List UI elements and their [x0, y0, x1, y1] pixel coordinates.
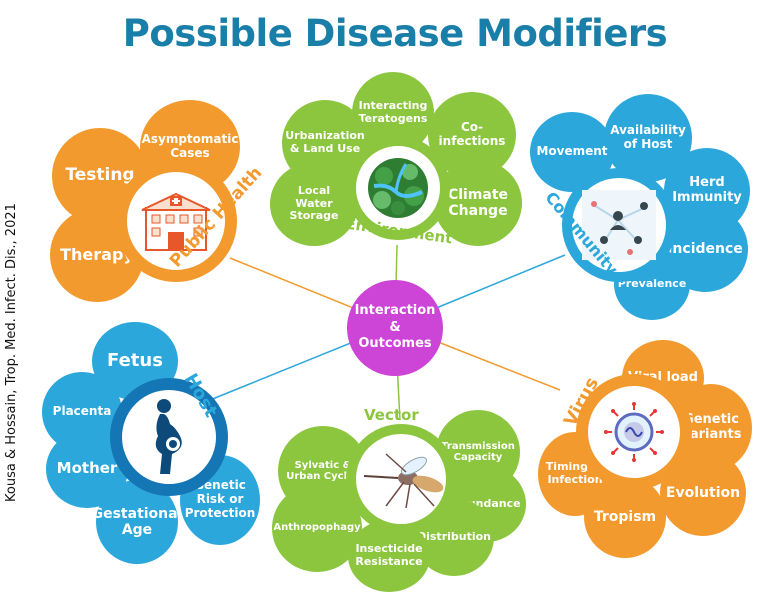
hospital-icon — [140, 188, 212, 254]
item-tropism: Tropism — [584, 476, 666, 558]
vector-label: Vector — [364, 406, 419, 424]
interaction-outcomes-node: Interaction & Outcomes — [347, 280, 443, 376]
item-local-water-storage: Local Water Storage — [270, 162, 358, 246]
item-climate-change: Climate Change — [434, 160, 522, 246]
pregnant-woman-icon — [140, 396, 196, 476]
item-therapy: Therapy — [50, 208, 144, 302]
people-network-icon — [582, 190, 656, 260]
forest-river-icon — [366, 156, 430, 220]
virus-particle-icon — [604, 402, 664, 462]
diagram-title: Possible Disease Modifiers — [122, 12, 668, 55]
community-hub — [562, 168, 676, 282]
item-anthropophagy: Anthropophagy — [272, 484, 362, 572]
mosquito-icon — [356, 448, 446, 510]
